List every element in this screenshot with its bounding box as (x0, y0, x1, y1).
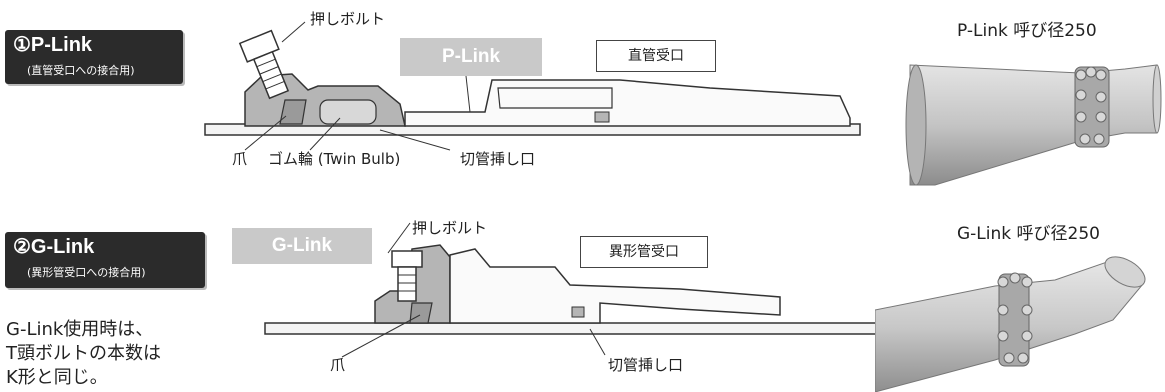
p-link-tag: P-Link (400, 38, 542, 76)
g-link-special-socket (449, 248, 781, 324)
g-link-photo (875, 256, 1146, 392)
p-link-straight-socket (404, 79, 851, 127)
p-link-photo-title: P-Link 呼び径250 (957, 21, 1097, 41)
g-link-badge-title: ②G-Link (13, 236, 95, 258)
g-link-claw-label: 爪 (330, 356, 346, 374)
p-link-socket-box: 直管受口 (596, 40, 716, 72)
g-link-spigot-label: 切管挿し口 (608, 356, 684, 374)
p-link-cross-section (204, 21, 861, 151)
g-link-cross-section (264, 222, 911, 358)
p-link-photo (905, 64, 1162, 186)
p-link-rubber-ring (319, 99, 377, 125)
p-link-bolt (238, 29, 290, 100)
note-line-1: G-Link使用時は、 (6, 319, 154, 340)
p-link-bolt-label: 押しボルト (310, 10, 386, 28)
p-link-badge-title: ①P-Link (13, 34, 93, 56)
g-link-socket-box: 異形管受口 (580, 236, 708, 268)
g-link-bolt-label: 押しボルト (412, 219, 488, 237)
g-link-bolt (391, 250, 423, 302)
g-link-spigot-pipe (264, 322, 911, 335)
g-link-socket-label: 異形管受口 (609, 244, 679, 260)
p-link-badge: ①P-Link (直管受口への接合用) (5, 30, 183, 84)
p-link-tag-label: P-Link (441, 46, 501, 67)
g-link-badge: ②G-Link (異形管受口への接合用) (5, 232, 205, 288)
note-line-3: K形と同じ。 (6, 367, 108, 388)
g-link-claw (409, 302, 433, 324)
p-link-claw (279, 99, 307, 125)
p-link-claw-label: 爪 (232, 150, 248, 168)
note-line-2: T頭ボルトの本数は (6, 343, 161, 364)
g-link-badge-subtitle: (異形管受口への接合用) (27, 266, 146, 279)
g-link-tag: G-Link (232, 228, 372, 264)
p-link-spigot-label: 切管挿し口 (460, 150, 536, 168)
g-link-note: G-Link使用時は、 T頭ボルトの本数は K形と同じ。 (6, 318, 161, 390)
p-link-rubber-label: ゴム輪 (Twin Bulb) (268, 150, 401, 168)
g-link-photo-title: G-Link 呼び径250 (957, 224, 1100, 244)
p-link-badge-subtitle: (直管受口への接合用) (27, 64, 135, 77)
g-link-tag-label: G-Link (271, 235, 333, 256)
p-link-socket-label: 直管受口 (628, 48, 684, 64)
